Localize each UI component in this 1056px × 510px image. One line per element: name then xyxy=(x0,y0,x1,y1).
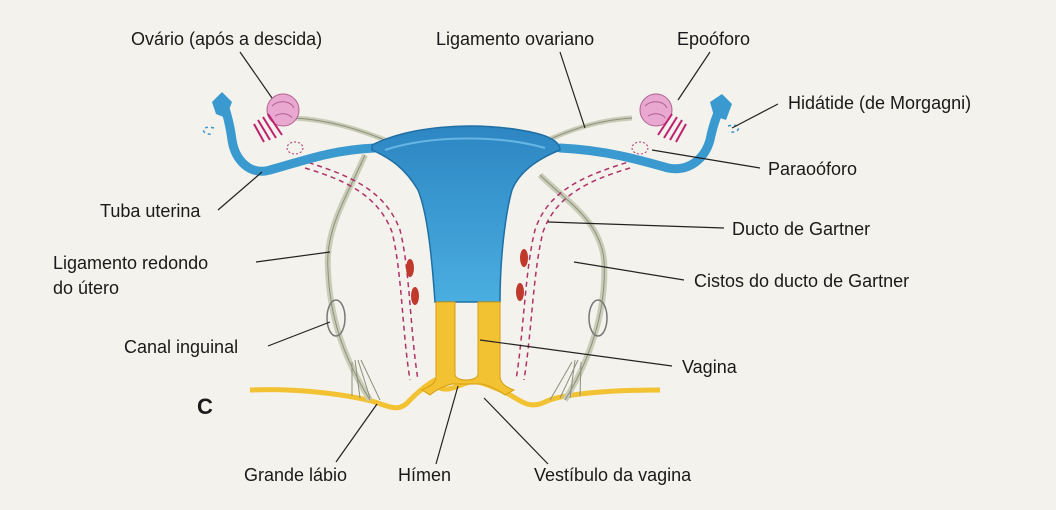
label-ducto-gartner: Ducto de Gartner xyxy=(732,218,870,240)
ovarian-ligament-right xyxy=(548,118,632,140)
label-vagina: Vagina xyxy=(682,356,737,378)
label-canal-inguinal: Canal inguinal xyxy=(124,336,238,358)
label-cistos-gartner: Cistos do ducto de Gartner xyxy=(694,270,909,292)
vagina xyxy=(422,302,514,395)
label-epooforo: Epoóforo xyxy=(677,28,750,50)
uterus xyxy=(372,126,560,302)
round-ligament-right xyxy=(540,175,604,400)
label-ligamento-ovariano: Ligamento ovariano xyxy=(436,28,594,50)
label-ovario: Ovário (após a descida) xyxy=(131,28,322,50)
round-ligament-left xyxy=(328,155,370,400)
ovarian-ligament-left xyxy=(295,118,385,140)
label-grande-labio: Grande lábio xyxy=(244,464,347,486)
label-vestibulo: Vestíbulo da vagina xyxy=(534,464,691,486)
label-hidatide: Hidátide (de Morgagni) xyxy=(788,92,971,114)
label-tuba-uterina: Tuba uterina xyxy=(100,200,200,222)
label-ligamento-redondo-2: do útero xyxy=(53,277,119,299)
label-himen: Hímen xyxy=(398,464,451,486)
label-ligamento-redondo-1: Ligamento redondo xyxy=(53,252,208,274)
panel-letter: C xyxy=(197,394,213,420)
gartner-duct-left xyxy=(300,160,418,380)
label-paraooforo: Paraoóforo xyxy=(768,158,857,180)
